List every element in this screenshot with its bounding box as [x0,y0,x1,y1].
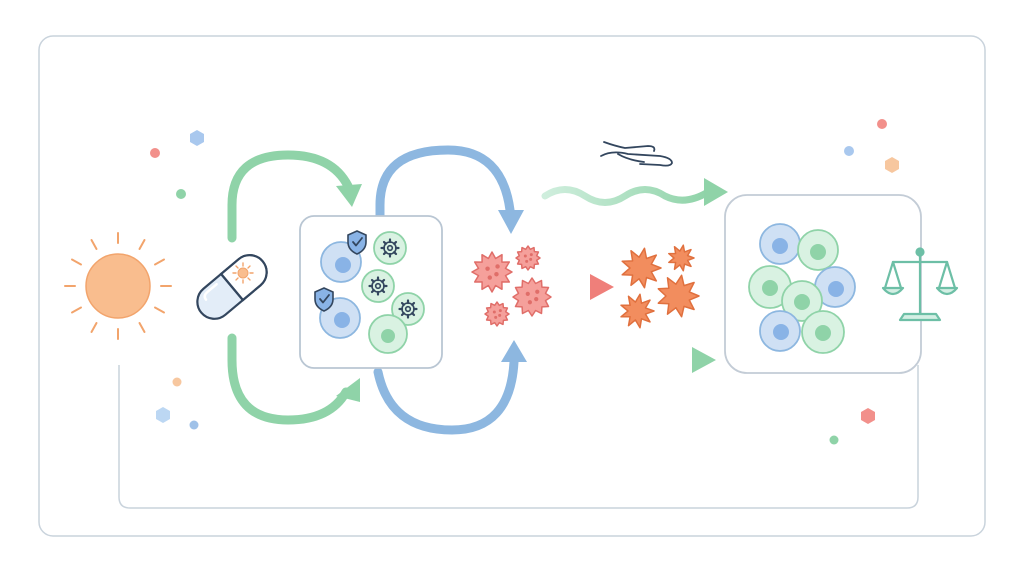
green-arrowhead-bottom [336,378,360,402]
dot-blue-left [189,420,199,430]
pathogen-spot [535,289,540,294]
gear-icon [368,276,388,296]
pathogen-spot [527,300,533,305]
gear-icon [380,238,400,258]
pathogen-spot [534,297,539,302]
blue-cell-nucleus [335,257,351,273]
hexagon-red-right [861,408,875,424]
green-cell-nucleus [815,325,831,341]
hand-icon [600,141,673,167]
green-cell-nucleus [794,294,810,310]
pathogen-icon [484,301,510,327]
green-cell [373,231,407,265]
gear-icon [398,299,418,319]
green-cell [361,269,395,303]
pathogen-icon [512,277,552,317]
pathogen-spot [485,266,490,271]
green-cell-nucleus [762,280,778,296]
blue-arrowhead-top [498,210,524,234]
pathogen-spot [498,309,502,313]
burst-cluster [620,244,700,329]
burst-icon [657,274,700,318]
blue-arrowhead-bottom [501,340,527,362]
pathogen-spot [494,315,498,319]
feedback-loop-line [118,365,919,509]
pathogen-icon [471,251,513,293]
wavy-arrow [541,178,728,206]
dot-red-right [877,119,887,129]
shield-check-icon [347,230,367,255]
green-cell-nucleus [810,244,826,260]
green-loop-arrows [227,150,353,425]
blue-cell-nucleus [334,312,350,328]
blue-cell-nucleus [828,281,844,297]
balanced-cell-cluster [748,223,856,354]
shield-check-icon [314,287,334,312]
green-arrowhead-top [336,184,362,207]
dot-red-left [150,148,160,158]
straight-arrow-bottom [541,347,716,373]
capsule-sun-mini-icon [232,262,254,284]
dot-orange-left [172,377,182,387]
balance-scale-icon [881,247,959,322]
dot-green-right [829,435,839,445]
burst-icon [620,293,655,329]
pathogen-spot [498,313,502,317]
pathogen-spot [487,275,492,280]
capsule-icon [196,254,268,320]
pathogen-cluster [471,245,552,327]
blue-arrow-bottom [373,357,519,435]
blue-cell-nucleus [773,324,789,340]
pathogen-spot [529,253,533,257]
pathogen-spot [523,254,527,258]
pathogen-spot [529,257,533,261]
pathogen-spot [494,272,499,277]
outer-frame [38,35,986,537]
hexagon-blue-bottom [156,407,170,423]
burst-icon [621,247,662,289]
green-cell [391,292,425,326]
dot-green-left [176,189,186,199]
blue-arrow-top [375,145,515,245]
pathogen-spot [525,259,529,263]
hexagon-blue-top [190,130,204,146]
green-cell-nucleus [381,329,395,343]
burst-icon [668,244,695,272]
sun-icon [64,232,172,340]
decorative-particles [150,119,899,445]
green-arrow-bottom [227,333,351,425]
pathogen-icon [515,245,541,271]
pathogen-spot [495,264,500,269]
hexagon-orange-right [885,157,899,173]
cell-panel-contents [314,230,425,354]
red-arrow [561,274,614,300]
pathogen-spot [525,291,530,296]
blue-loop-arrows [373,145,519,435]
pathogen-spot [492,310,496,314]
blue-cell-nucleus [772,238,788,254]
green-arrow-top [227,150,353,243]
dot-blue-right [844,146,854,156]
